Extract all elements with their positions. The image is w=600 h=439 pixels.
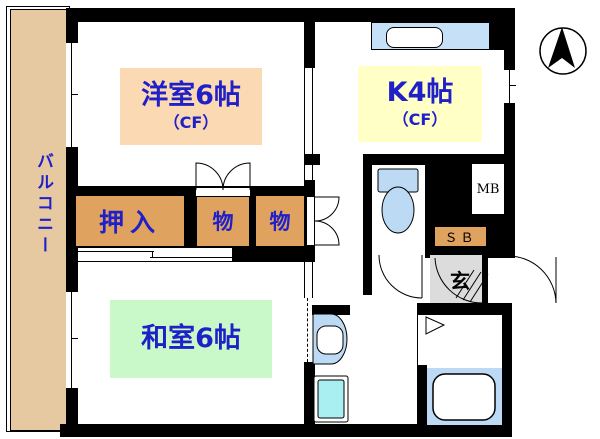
closet-oshiire: 押入 xyxy=(76,196,184,246)
wall-right-bath xyxy=(502,303,512,437)
western-room-floor-type: （CF） xyxy=(163,112,219,132)
closet-storage-1: 物 xyxy=(197,196,249,246)
bathroom-door-gap xyxy=(417,315,427,365)
kitchen-label-box: K4帖 （CF） xyxy=(358,66,482,142)
kitchen-window xyxy=(504,70,516,103)
window-glass-line xyxy=(509,70,510,103)
japanese-room-window xyxy=(66,292,78,388)
shoe-box-label: ＳＢ xyxy=(444,231,477,246)
window-tick xyxy=(71,338,78,339)
closet-storage-1-label: 物 xyxy=(212,210,234,234)
western-room-name: 洋室6帖 xyxy=(141,79,241,111)
door-threshold-storage2 xyxy=(306,197,315,245)
bathroom-top-wall xyxy=(417,303,512,315)
window-glass-line xyxy=(71,43,72,147)
sliding-partition-dashed xyxy=(307,298,308,362)
partition-center-thin2 xyxy=(304,262,313,298)
toilet-left-wall xyxy=(363,154,372,295)
double-door-icon xyxy=(195,162,251,191)
japanese-room-name: 和室6帖 xyxy=(141,323,241,354)
kitchen-counter xyxy=(371,22,490,50)
kitchen-floor-type: （CF） xyxy=(392,110,448,129)
closet-storage-2: 物 xyxy=(256,196,304,246)
folding-door-icon xyxy=(425,316,446,335)
entrance-label: 玄 xyxy=(450,269,470,293)
partition-center-d xyxy=(304,362,315,424)
bathtub-icon xyxy=(432,373,496,421)
kitchen-sink-icon xyxy=(386,27,443,48)
compass-icon xyxy=(539,27,587,75)
sliding-door-line xyxy=(150,257,232,258)
closet-oshiire-label: 押入 xyxy=(98,208,161,237)
kitchen-bottom-wall-stub xyxy=(304,154,320,165)
washbasin-wall-stub xyxy=(312,305,350,315)
toilet-top-wall xyxy=(363,154,435,165)
door-arc-hall xyxy=(434,257,483,304)
double-door-icon xyxy=(314,196,340,246)
toilet-icon xyxy=(377,168,419,234)
entrance-step-hatch xyxy=(455,269,489,303)
balcony-area xyxy=(10,9,70,431)
wall-bottom xyxy=(60,424,512,437)
balcony-label: バルコニー xyxy=(33,152,53,257)
western-room-window xyxy=(66,43,78,147)
sliding-door-line xyxy=(78,251,154,252)
wall-top xyxy=(68,8,515,22)
door-arc-entrance xyxy=(506,255,557,304)
window-glass-line xyxy=(71,292,72,388)
meter-box-label: MB xyxy=(476,181,500,197)
sliding-door-oshiire xyxy=(78,248,232,261)
door-arc-toilet xyxy=(378,254,423,299)
partition-center-a xyxy=(304,22,315,68)
washbasin-icon xyxy=(312,313,348,365)
washing-machine-pan-icon xyxy=(313,375,349,423)
kitchen-name: K4帖 xyxy=(386,77,454,108)
sliding-door-tick xyxy=(152,251,153,258)
partition-center-thin xyxy=(304,68,313,180)
window-tick xyxy=(509,85,516,86)
western-room-label-box: 洋室6帖 （CF） xyxy=(120,68,262,145)
wall-right-upper xyxy=(504,8,515,255)
japanese-room-label-box: 和室6帖 xyxy=(110,300,272,378)
meter-box: MB xyxy=(471,163,505,215)
closet-storage-2-label: 物 xyxy=(269,210,291,234)
bathroom-left-wall xyxy=(417,365,427,437)
window-tick xyxy=(71,94,78,95)
shoe-box: ＳＢ xyxy=(434,226,487,247)
